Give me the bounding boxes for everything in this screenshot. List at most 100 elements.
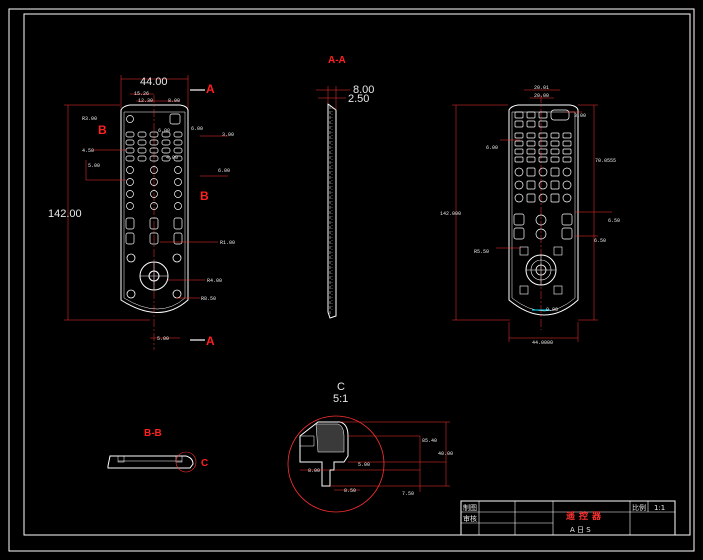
- title-block-frame: [460, 500, 676, 536]
- back-button: [526, 148, 536, 155]
- front-button: [161, 147, 171, 154]
- front-dim-d3: 4.50: [82, 148, 94, 154]
- front-dim-d5: 6.00: [218, 168, 230, 174]
- section-bb-callout-circle: [175, 451, 197, 473]
- back-view: 20.01 20.00 3.00 6.00 70.0555 142.000 6.…: [440, 85, 620, 346]
- back-button: [535, 214, 547, 226]
- section-aa-title: A-A: [328, 55, 346, 66]
- back-dim-top1: 20.01: [534, 85, 549, 91]
- front-dim-width-sub1: 15.26: [134, 91, 149, 97]
- section-aa-dim-top: 8.00: [353, 84, 374, 96]
- back-button: [514, 132, 524, 139]
- back-button: [526, 132, 536, 139]
- back-button: [526, 156, 536, 163]
- front-section-mark-left: B: [98, 123, 107, 137]
- front-dim-d1: 6.00: [191, 126, 203, 132]
- section-aa-dim-second: 2.50: [348, 93, 369, 105]
- front-button: [161, 131, 171, 138]
- front-dim-r-bottom: R8.50: [201, 296, 216, 302]
- front-dim-d8: 5.00: [157, 336, 169, 342]
- front-button: [174, 178, 182, 186]
- back-button: [561, 227, 573, 240]
- back-button: [538, 156, 548, 163]
- back-button: [562, 167, 572, 177]
- back-dim-right-mid2: 6.50: [594, 238, 606, 244]
- back-button: [550, 140, 560, 147]
- back-button: [538, 120, 548, 128]
- front-outline: [120, 104, 189, 313]
- front-button: [173, 147, 183, 154]
- front-view: 44.00 15.26 12.30 8.00 142.00 R3.00 6.00…: [48, 75, 235, 350]
- back-dim-top-small: 3.00: [574, 113, 586, 119]
- back-button: [538, 193, 548, 203]
- front-button: [150, 166, 158, 174]
- section-bb-title: B-B: [144, 428, 162, 439]
- front-section-mark-top: A: [206, 82, 215, 96]
- back-button: [538, 180, 548, 190]
- detail-c-dim-w2: 5.00: [358, 462, 370, 468]
- front-button: [173, 232, 183, 245]
- front-dim-width-sub3: 8.00: [168, 98, 180, 104]
- back-button: [538, 111, 548, 119]
- title-block-title: 遥控器: [566, 510, 605, 522]
- front-button: [149, 139, 159, 146]
- front-button: [149, 155, 159, 162]
- back-button: [514, 111, 524, 119]
- back-button: [526, 140, 536, 147]
- detail-c-dim-w1: 8.00: [308, 468, 320, 474]
- back-outline: [508, 104, 579, 316]
- front-button: [126, 115, 134, 123]
- front-button: [173, 131, 183, 138]
- detail-c-dim-w4: 7.50: [402, 491, 414, 497]
- back-button: [550, 167, 560, 177]
- front-button: [174, 190, 182, 198]
- back-dim-left: 6.00: [486, 145, 498, 151]
- title-block-row2-label: 审核: [463, 514, 477, 523]
- front-button: [137, 147, 147, 154]
- back-button: [562, 132, 572, 139]
- back-button: [538, 148, 548, 155]
- inner-border: [23, 13, 691, 536]
- front-button: [174, 166, 182, 174]
- front-dim-d7: 4.00: [166, 155, 178, 161]
- back-dim-right-top: 70.0555: [595, 158, 616, 164]
- back-button: [514, 148, 524, 155]
- front-button: [174, 202, 182, 210]
- front-section-mark-right: B: [200, 189, 209, 203]
- title-block-scale-label: 比例: [632, 503, 646, 512]
- front-dim-width-sub2: 12.30: [138, 98, 153, 104]
- front-button: [161, 155, 171, 162]
- outer-border: [8, 8, 695, 552]
- detail-c-dim-h2: 40.00: [438, 451, 453, 457]
- section-bb-callout: C: [201, 458, 208, 469]
- front-inner-outline: [123, 111, 186, 310]
- back-button: [562, 180, 572, 190]
- detail-c-view: C 5:1 85.40 40.00 8.00 5.00 8.50 7.50: [287, 381, 453, 513]
- back-button: [550, 180, 560, 190]
- front-button: [173, 139, 183, 146]
- back-button: [526, 193, 536, 203]
- front-button: [125, 155, 135, 162]
- back-button: [550, 132, 560, 139]
- back-button: [535, 228, 547, 240]
- back-button: [526, 120, 536, 128]
- back-dim-height: 142.000: [440, 211, 461, 217]
- front-dim-height: 142.00: [48, 208, 82, 220]
- back-button: [550, 109, 570, 121]
- title-block: 制图 审核 遥控器 比例 1:1 A 日 S: [460, 500, 676, 536]
- front-button: [126, 202, 134, 210]
- title-block-footer: A 日 S: [570, 526, 591, 534]
- back-button: [513, 213, 525, 226]
- front-button: [150, 190, 158, 198]
- section-bb-outline: [107, 455, 194, 469]
- front-button: [125, 232, 135, 245]
- back-dim-bottom-inner: 9.00: [546, 307, 558, 313]
- back-button: [514, 180, 524, 190]
- back-button: [550, 148, 560, 155]
- back-button: [538, 132, 548, 139]
- back-button-grid: [513, 109, 573, 240]
- front-section-mark-bottom: A: [206, 334, 215, 348]
- front-button: [137, 139, 147, 146]
- front-dim-d2: 6.00: [158, 128, 170, 134]
- back-button: [561, 213, 573, 226]
